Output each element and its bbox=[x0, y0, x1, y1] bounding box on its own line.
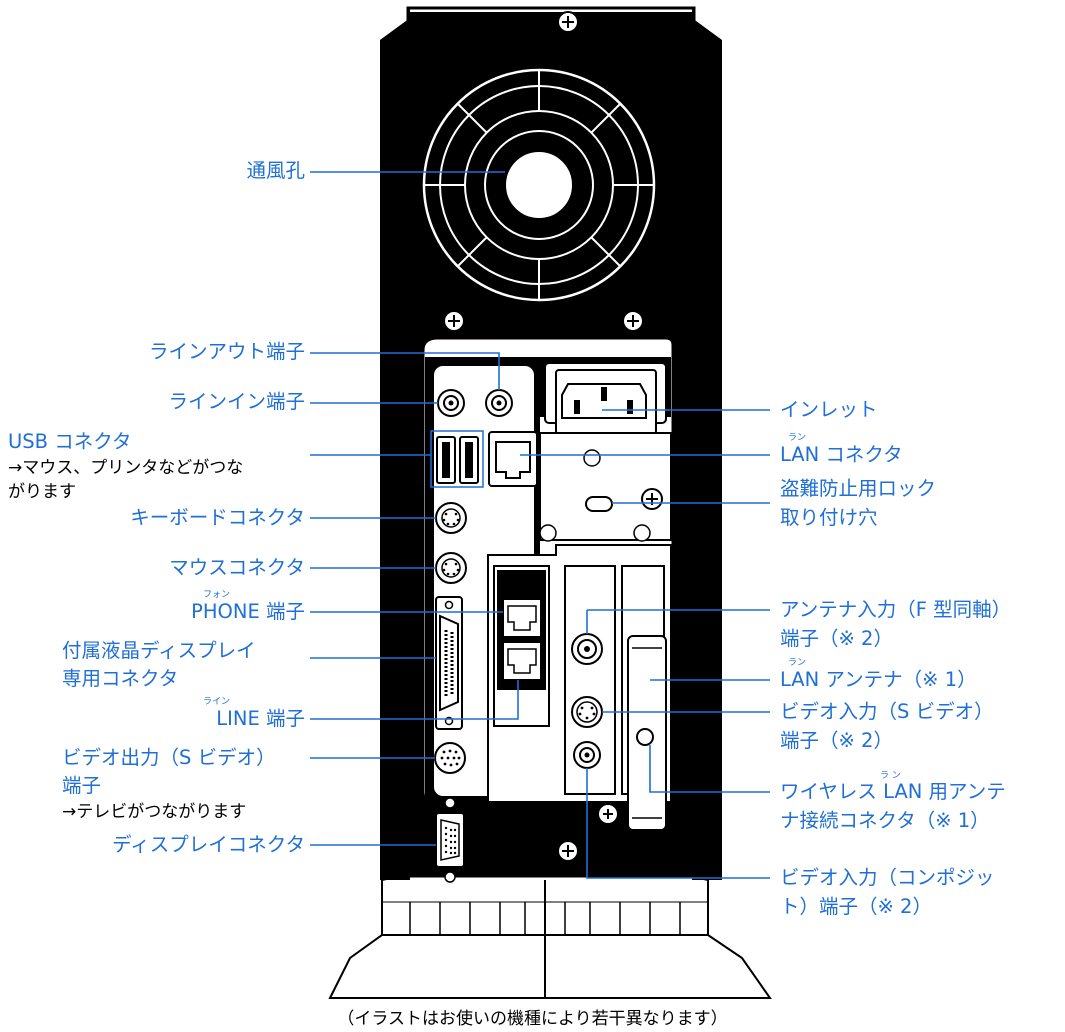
lcd-connector-icon bbox=[435, 596, 463, 730]
label-lcd-line2: 専用コネクタ bbox=[62, 667, 179, 690]
line-in-jack-icon bbox=[437, 389, 465, 417]
screw-icon bbox=[443, 310, 465, 332]
label-video-in-s-line2: 端子（※ 2） bbox=[780, 729, 893, 752]
keyboard-port-icon bbox=[435, 502, 467, 534]
label-video-out-line1: ビデオ出力（S ビデオ） bbox=[62, 746, 276, 769]
label-video-in-composite-line2: ト）端子（※ 2） bbox=[780, 895, 932, 918]
label-antenna-line2: 端子（※ 2） bbox=[780, 627, 893, 650]
ruby-phone: フォン bbox=[203, 590, 231, 600]
label-anti-theft-line2: 取り付け穴 bbox=[780, 506, 878, 529]
label-mouse: マウスコネクタ bbox=[169, 556, 305, 579]
label-line-in: ラインイン端子 bbox=[168, 390, 305, 413]
power-inlet-icon bbox=[555, 369, 657, 435]
composite-in-icon bbox=[573, 741, 601, 769]
display-connector-icon bbox=[435, 797, 465, 883]
vent-fan-icon bbox=[422, 68, 656, 302]
screw-icon bbox=[622, 310, 644, 332]
line-port-icon bbox=[502, 641, 542, 681]
note-usb-line1: →マウス、プリンタなどがつな bbox=[8, 458, 244, 478]
antenna-input-icon bbox=[571, 633, 603, 665]
lan-port-icon bbox=[488, 431, 538, 487]
label-lcd-line1: 付属液晶ディスプレイ bbox=[62, 639, 256, 662]
mouse-port-icon bbox=[435, 552, 467, 584]
note-usb-line2: がります bbox=[8, 482, 76, 502]
security-lock-hole-icon bbox=[585, 496, 613, 512]
screw-icon bbox=[557, 840, 579, 862]
label-usb: USB コネクタ bbox=[8, 430, 132, 453]
label-line: LINE 端子 bbox=[216, 707, 305, 730]
note-video-out: →テレビがつながります bbox=[62, 802, 247, 822]
label-inlet: インレット bbox=[780, 398, 878, 421]
ruby-line: ライン bbox=[203, 697, 231, 707]
label-anti-theft-line1: 盗難防止用ロック bbox=[780, 477, 937, 500]
label-antenna-line1: アンテナ入力（F 型同軸） bbox=[780, 598, 1012, 621]
label-lan: LAN コネクタ bbox=[780, 443, 903, 466]
svideo-out-icon bbox=[434, 742, 466, 774]
label-phone: PHONE 端子 bbox=[191, 600, 305, 623]
ruby-lan-antenna: ラン bbox=[788, 658, 807, 668]
label-keyboard: キーボードコネクタ bbox=[130, 506, 305, 529]
label-video-in-composite-line1: ビデオ入力（コンポジッ bbox=[780, 866, 995, 889]
label-vent: 通風孔 bbox=[246, 159, 305, 182]
ruby-lan: ラン bbox=[788, 433, 807, 443]
ruby-wireless: ラ ン bbox=[880, 771, 901, 781]
label-video-in-s-line1: ビデオ入力（S ビデオ） bbox=[780, 700, 994, 723]
label-lan-antenna: LAN アンテナ（※ 1） bbox=[780, 668, 977, 691]
caption: （イラストはお使いの機種により若干異なります） bbox=[337, 1009, 728, 1029]
label-wireless-line1: ワイヤレス LAN 用アンテ bbox=[780, 780, 1006, 803]
usb-port-icon bbox=[430, 430, 484, 488]
label-wireless-line2: ナ接続コネクタ（※ 1） bbox=[780, 809, 990, 832]
label-display: ディスプレイコネクタ bbox=[112, 833, 305, 856]
phone-port-icon bbox=[502, 598, 542, 638]
wireless-antenna-connector-icon bbox=[636, 728, 654, 746]
leader-lines bbox=[310, 171, 770, 879]
screw-icon bbox=[557, 11, 579, 33]
label-line-out: ラインアウト端子 bbox=[148, 340, 305, 363]
side-rails bbox=[380, 18, 722, 880]
line-out-jack-icon bbox=[485, 389, 513, 417]
svideo-in-icon bbox=[571, 696, 603, 728]
label-video-out-line2: 端子 bbox=[62, 774, 102, 797]
stand-base bbox=[328, 875, 772, 999]
